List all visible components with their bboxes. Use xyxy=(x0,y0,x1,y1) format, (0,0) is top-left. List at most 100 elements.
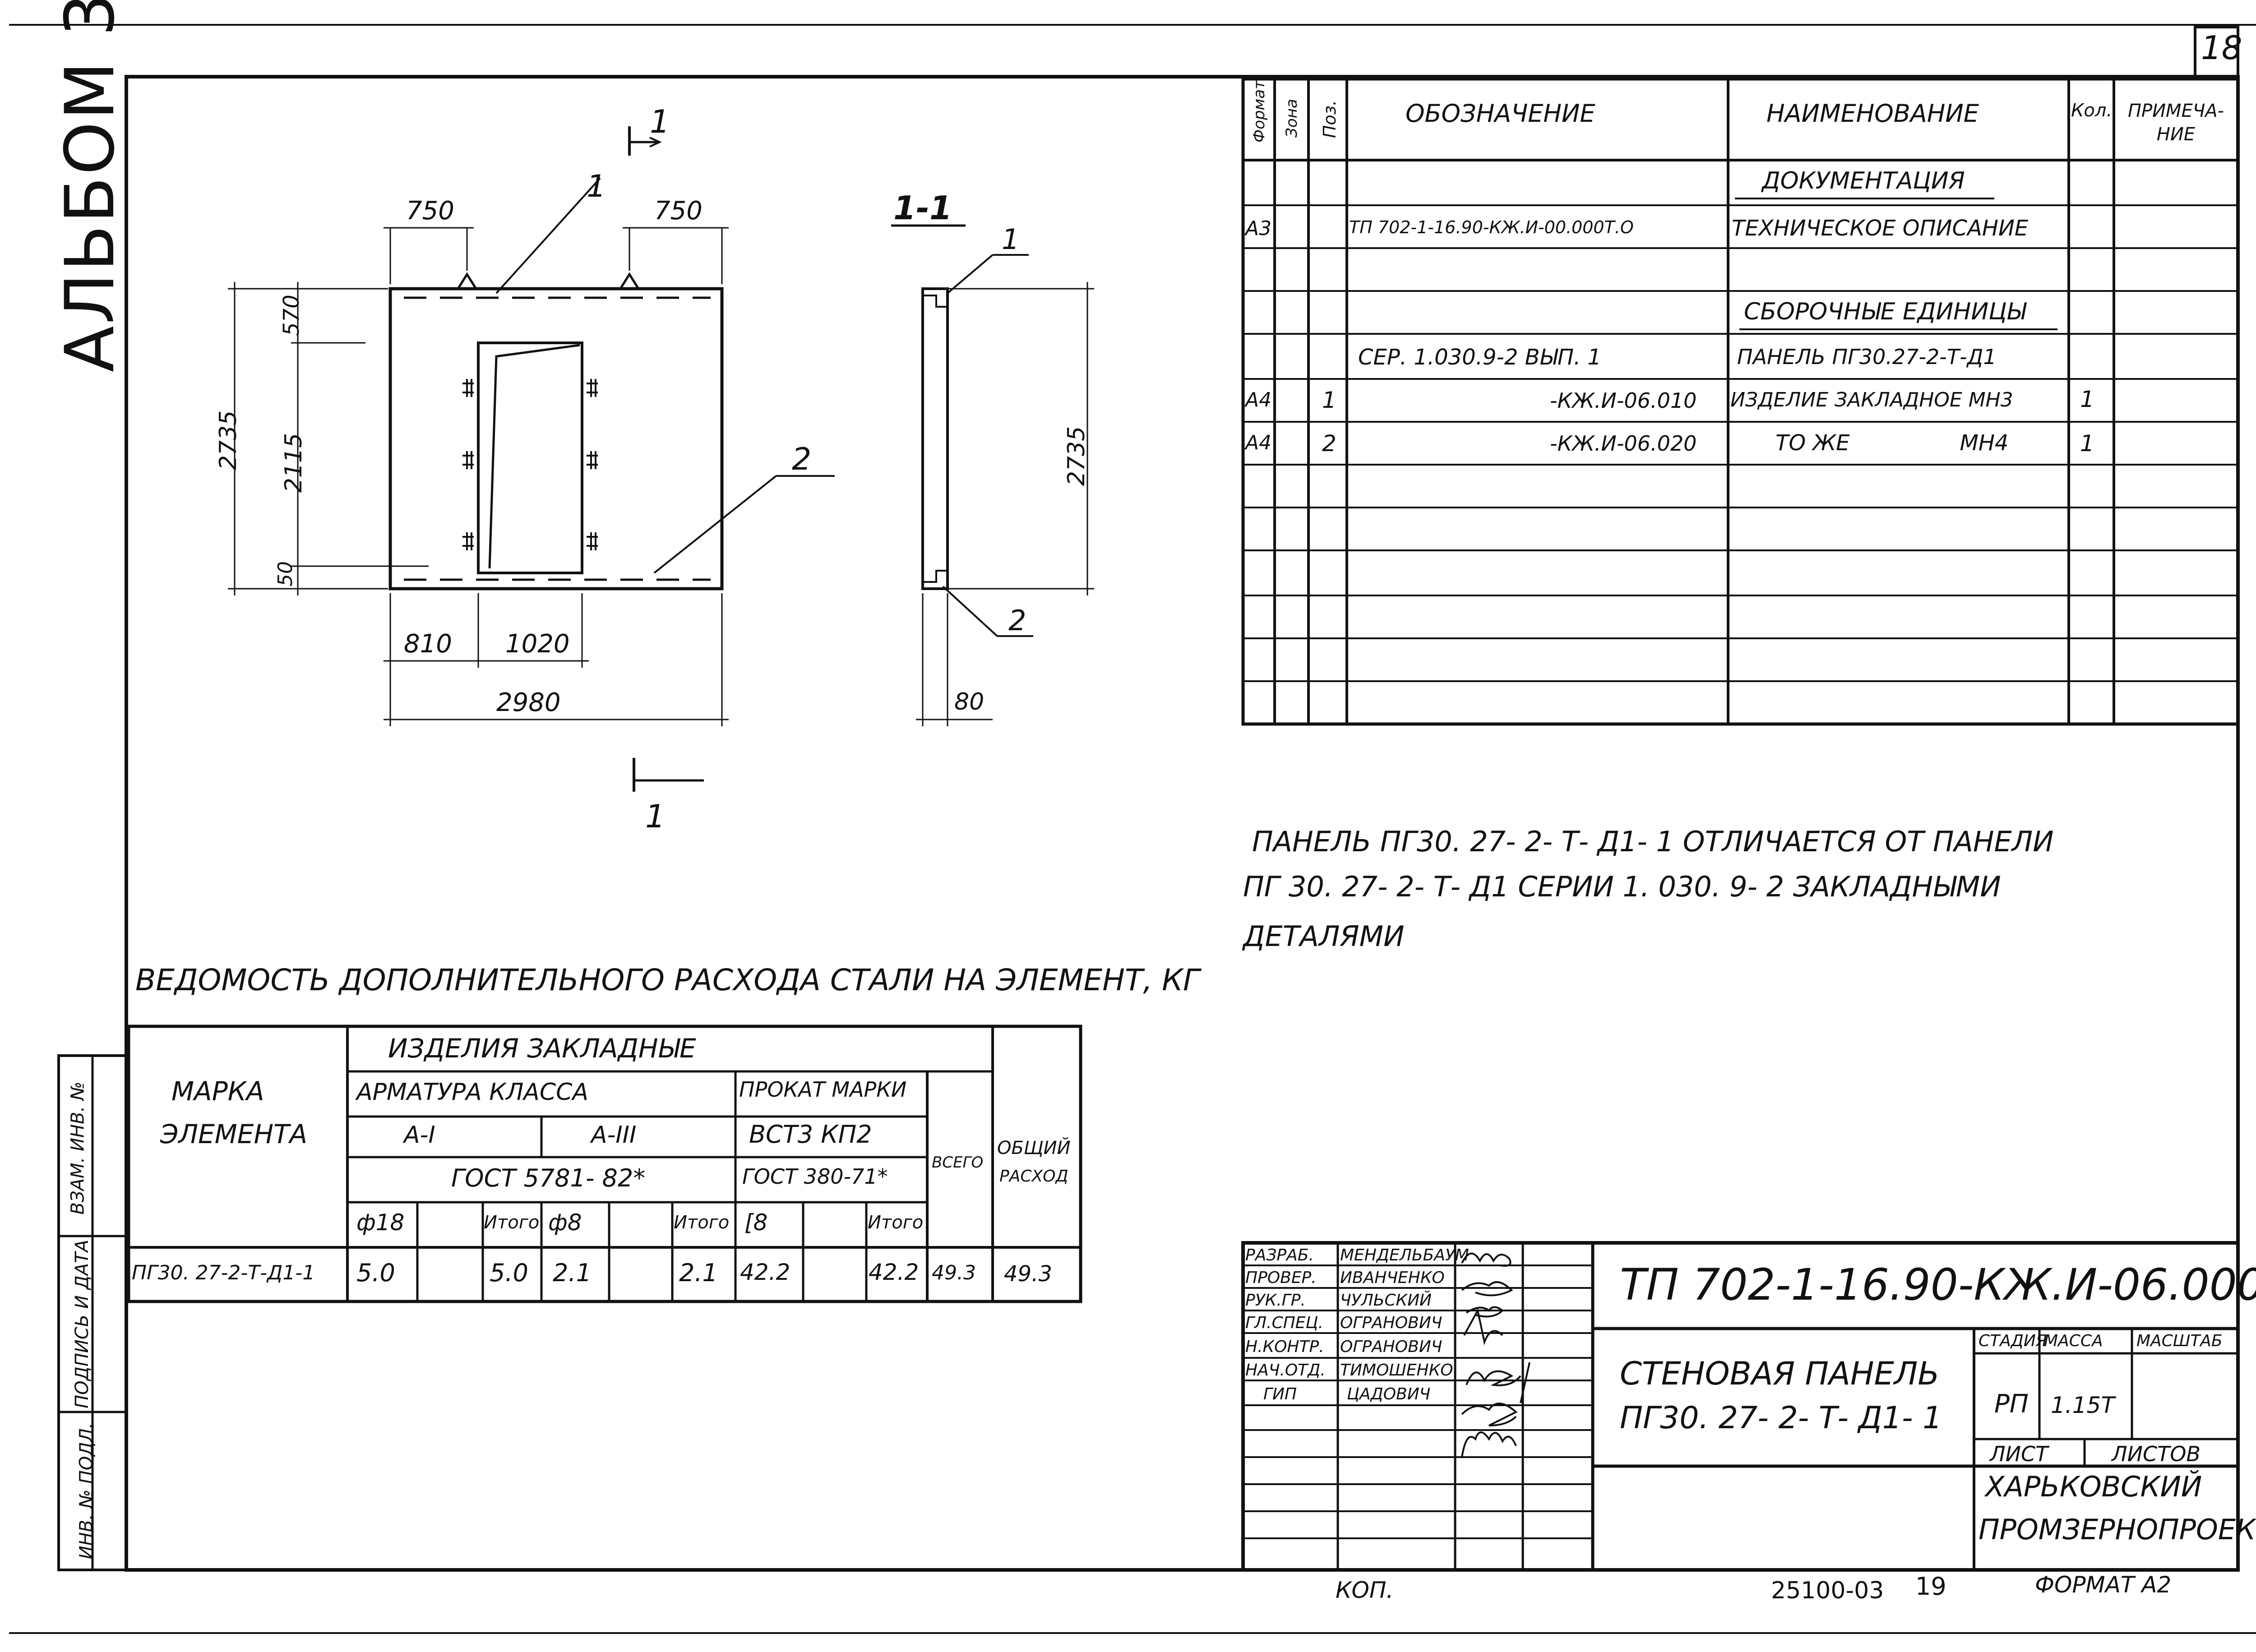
tb-title-line1: СТЕНОВАЯ ПАНЕЛЬ xyxy=(1620,1355,1940,1392)
strip-vzam: ВЗАМ. ИНВ. № xyxy=(67,1081,88,1215)
steel-gost-rebar: ГОСТ 5781- 82* xyxy=(451,1164,646,1192)
row-ta-designation: ТП 702-1-16.90-КЖ.И-00.000Т.О xyxy=(1349,217,1634,237)
note-line-2: ПГ 30. 27- 2- Т- Д1 СЕРИИ 1. 030. 9- 2 З… xyxy=(1243,870,2001,903)
tb-role-5: НАЧ.ОТД. xyxy=(1245,1361,1326,1380)
row-mn3-designation: -КЖ.И-06.010 xyxy=(1550,388,1697,413)
steel-overall-header-2: РАСХОД xyxy=(999,1167,1068,1186)
album-label: АЛЬБОМ 3 xyxy=(51,0,129,372)
steel-sub-phi8: ф8 xyxy=(548,1209,582,1236)
dim-80: 80 xyxy=(954,688,985,715)
row-mn4-qty: 1 xyxy=(2080,430,2094,457)
steel-grade: ВСТ3 КП2 xyxy=(749,1120,872,1149)
tb-role-4: Н.КОНТР. xyxy=(1245,1338,1324,1356)
header-name: НАИМЕНОВАНИЕ xyxy=(1766,99,1979,128)
tb-title-line2: ПГ30. 27- 2- Т- Д1- 1 xyxy=(1620,1400,1942,1436)
dim-2735-outer: 2735 xyxy=(215,410,242,471)
steel-gost-rolled: ГОСТ 380-71* xyxy=(742,1164,888,1189)
row-mn3-format: А4 xyxy=(1245,388,1272,411)
row-ta-format: А3 xyxy=(1245,217,1272,240)
tb-name-4: ОГРАНОВИЧ xyxy=(1340,1338,1442,1356)
tb-name-3: ОГРАНОВИЧ xyxy=(1340,1314,1442,1332)
dim-50: 50 xyxy=(274,561,297,586)
tb-name-6: ЦАДОВИЧ xyxy=(1347,1385,1431,1403)
row-mn3-name: ИЗДЕЛИЕ ЗАКЛАДНОЕ МН3 xyxy=(1730,388,2013,411)
header-pos: Поз. xyxy=(1320,100,1340,138)
tb-name-1: ИВАНЧЕНКО xyxy=(1340,1269,1445,1287)
tb-stage-label: СТАДИЯ xyxy=(1979,1332,2047,1350)
steel-val-aiii-phi8: 2.1 xyxy=(553,1259,592,1287)
section-callout-1: 1 xyxy=(1002,223,1020,256)
tb-role-1: ПРОВЕР. xyxy=(1245,1269,1317,1287)
dim-2980: 2980 xyxy=(496,688,561,717)
dim-1020: 1020 xyxy=(505,629,570,659)
row-ta-name: ТЕХНИЧЕСКОЕ ОПИСАНИЕ xyxy=(1732,216,2029,241)
tb-role-3: ГЛ.СПЕЦ. xyxy=(1245,1314,1323,1332)
steel-table-title: ВЕДОМОСТЬ ДОПОЛНИТЕЛЬНОГО РАСХОДА СТАЛИ … xyxy=(135,963,1200,997)
footer-format: ФОРМАТ А2 xyxy=(2035,1572,2172,1598)
steel-rolled-header: ПРОКАТ МАРКИ xyxy=(739,1077,907,1102)
tb-mass-value: 1.15Т xyxy=(2051,1392,2115,1418)
tb-org-line1: ХАРЬКОВСКИЙ xyxy=(1985,1470,2202,1503)
dim-2115: 2115 xyxy=(280,433,308,493)
sheet-number: 18 xyxy=(2201,29,2242,67)
row-mn4-designation: -КЖ.И-06.020 xyxy=(1550,431,1697,456)
footer-copied: КОП. xyxy=(1336,1577,1394,1603)
header-format: Формат xyxy=(1250,80,1268,143)
header-designation: ОБОЗНАЧЕНИЕ xyxy=(1405,99,1595,128)
steel-mark-header-2: ЭЛЕМЕНТА xyxy=(160,1119,308,1149)
section-title: 1-1 xyxy=(893,189,952,227)
tb-sheet-label: ЛИСТ xyxy=(1990,1442,2048,1466)
steel-val-rolled: 42.2 xyxy=(740,1259,791,1285)
steel-sub-c8: [8 xyxy=(744,1209,768,1236)
section-mark-top: 1 xyxy=(650,103,670,140)
note-line-3: ДЕТАЛЯМИ xyxy=(1243,920,1405,953)
tb-role-6: ГИП xyxy=(1263,1385,1297,1403)
steel-embedded-header: ИЗДЕЛИЯ ЗАКЛАДНЫЕ xyxy=(388,1033,696,1064)
tb-role-0: РАЗРАБ. xyxy=(1245,1246,1314,1264)
strip-inv-podl: ИНВ. № ПОДЛ. xyxy=(76,1422,97,1560)
row-doc-name: ДОКУМЕНТАЦИЯ xyxy=(1762,167,1965,194)
steel-val-total: 49.3 xyxy=(932,1261,976,1284)
tb-designation: ТП 702-1-16.90-КЖ.И-06.000 xyxy=(1620,1260,2256,1310)
section-mark-bottom: 1 xyxy=(645,798,666,835)
row-mn4-format: А4 xyxy=(1245,431,1272,454)
footer-page: 19 xyxy=(1915,1572,1946,1601)
dim-810: 810 xyxy=(404,629,452,659)
steel-val-ai-total: 5.0 xyxy=(490,1259,528,1287)
steel-row-mark: ПГ30. 27-2-Т-Д1-1 xyxy=(132,1261,315,1284)
tb-name-2: ЧУЛЬСКИЙ xyxy=(1340,1291,1432,1310)
dim-570: 570 xyxy=(278,295,304,336)
header-qty: Кол. xyxy=(2071,100,2113,121)
tb-name-0: МЕНДЕЛЬБАУМ xyxy=(1340,1246,1469,1264)
header-zone: Зона xyxy=(1282,99,1301,138)
steel-sub-total-3: Итого xyxy=(868,1212,924,1233)
steel-mark-header-1: МАРКА xyxy=(171,1076,264,1107)
row-panel-name: ПАНЕЛЬ ПГ30.27-2-Т-Д1 xyxy=(1737,345,1997,369)
steel-sub-phi18: ф18 xyxy=(356,1209,405,1236)
tb-stage-value: РП xyxy=(1994,1389,2029,1419)
steel-total-header: ВСЕГО xyxy=(932,1154,984,1172)
section-callout-2: 2 xyxy=(1008,604,1026,637)
steel-sub-total-1: Итого xyxy=(484,1212,540,1233)
steel-val-overall: 49.3 xyxy=(1004,1261,1052,1287)
steel-val-aiii-total: 2.1 xyxy=(679,1259,718,1287)
tb-scale-label: МАСШТАБ xyxy=(2136,1332,2223,1350)
steel-class-ai: А-I xyxy=(404,1121,435,1149)
note-line-1: ПАНЕЛЬ ПГ30. 27- 2- Т- Д1- 1 ОТЛИЧАЕТСЯ … xyxy=(1252,825,2054,858)
tb-sheets-label: ЛИСТОВ xyxy=(2112,1442,2201,1466)
steel-overall-header-1: ОБЩИЙ xyxy=(997,1138,1071,1158)
steel-val-ai-phi18: 5.0 xyxy=(356,1259,395,1287)
dim-2735-section: 2735 xyxy=(1063,426,1091,486)
tb-role-2: РУК.ГР. xyxy=(1245,1291,1306,1310)
steel-sub-total-2: Итого xyxy=(674,1212,730,1233)
strip-sign-date: ПОДПИСЬ И ДАТА xyxy=(71,1240,92,1408)
tb-org-line2: ПРОМЗЕРНОПРОЕКТ xyxy=(1979,1513,2256,1546)
row-asm-name: СБОРОЧНЫЕ ЕДИНИЦЫ xyxy=(1744,298,2026,325)
dim-750-left: 750 xyxy=(406,196,454,226)
tb-name-5: ТИМОШЕНКО xyxy=(1340,1361,1453,1380)
row-mn4-pos: 2 xyxy=(1322,430,1336,457)
row-mn3-qty: 1 xyxy=(2080,386,2094,412)
tb-mass-label: МАССА xyxy=(2044,1332,2103,1350)
callout-2: 2 xyxy=(792,442,812,477)
